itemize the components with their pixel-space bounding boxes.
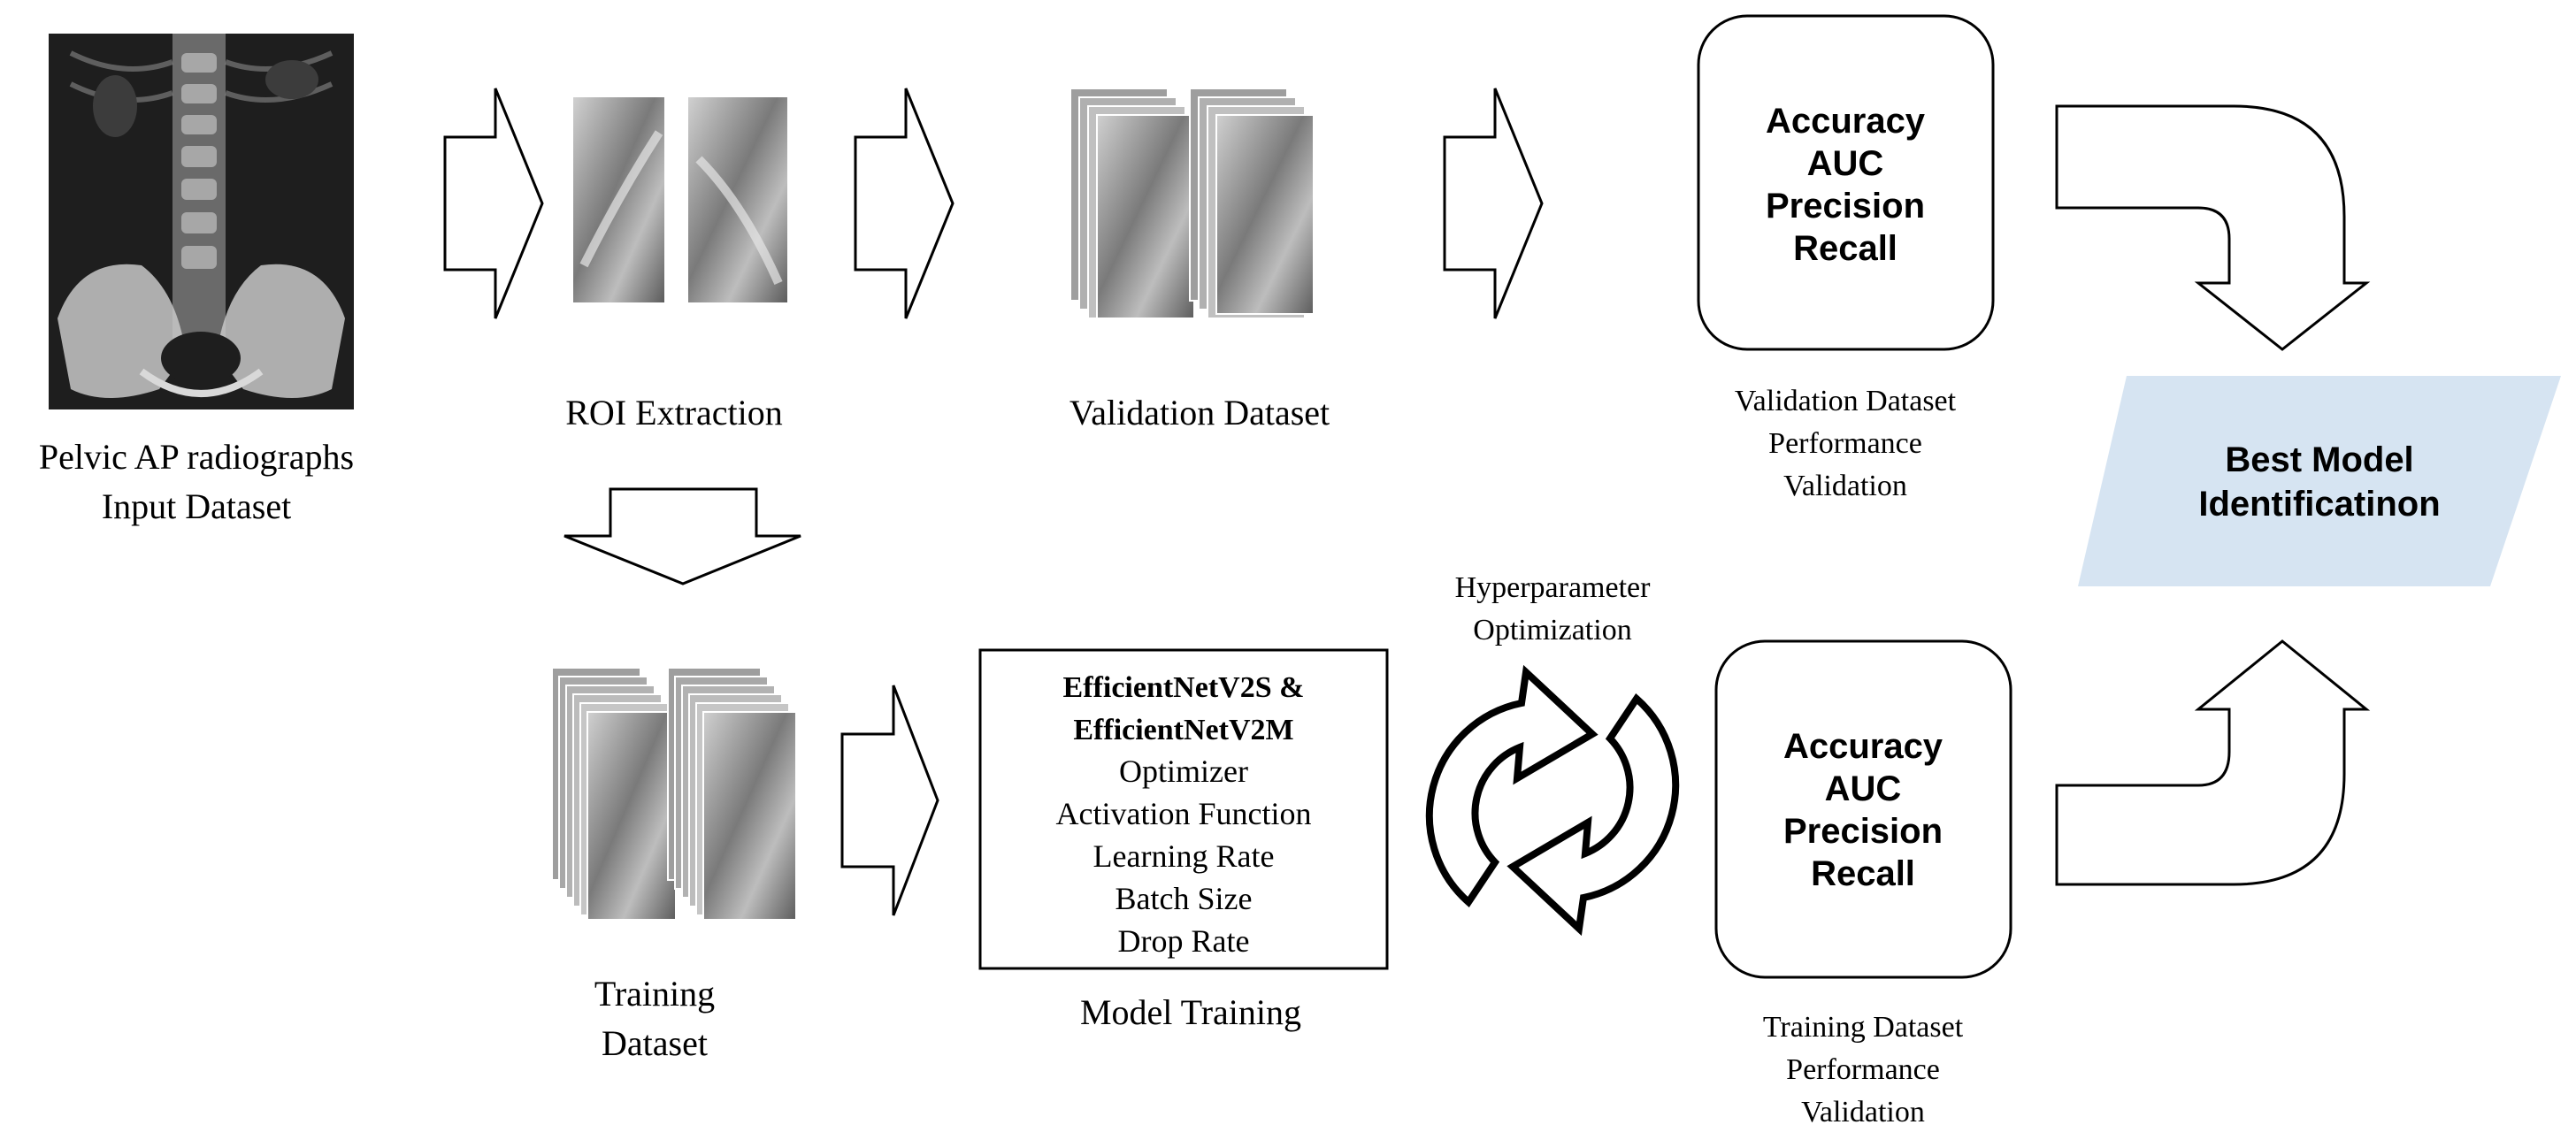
validation-image-stack bbox=[1070, 88, 1315, 319]
model-param-activation: Activation Function bbox=[1056, 796, 1312, 831]
training-performance-caption-line2: Performance bbox=[1786, 1053, 1940, 1086]
training-image-stack bbox=[551, 667, 797, 921]
best-model-line2: Identificatinon bbox=[2198, 485, 2440, 524]
model-param-optimizer: Optimizer bbox=[1119, 754, 1248, 789]
training-performance-caption-line1: Training Dataset bbox=[1763, 1011, 1964, 1044]
hyperparameter-line1: Hyperparameter bbox=[1455, 571, 1652, 604]
model-param-learning-rate: Learning Rate bbox=[1093, 838, 1275, 874]
model-training-box bbox=[978, 648, 1389, 970]
model-training-caption: Model Training bbox=[1080, 992, 1301, 1032]
bent-arrow-up bbox=[2055, 639, 2371, 886]
training-dataset-caption-line1: Training bbox=[594, 974, 715, 1014]
arrow-down bbox=[564, 487, 801, 585]
pelvic-xray-image bbox=[49, 34, 354, 409]
refresh-cycle-icon bbox=[1425, 664, 1680, 937]
validation-metric-recall: Recall bbox=[1793, 229, 1898, 268]
training-metric-accuracy: Accuracy bbox=[1783, 727, 1944, 766]
input-caption-line2: Input Dataset bbox=[102, 486, 291, 526]
validation-performance-caption-line1: Validation Dataset bbox=[1735, 385, 1957, 417]
model-param-batch-size: Batch Size bbox=[1116, 881, 1253, 916]
validation-dataset-caption: Validation Dataset bbox=[1070, 393, 1330, 432]
hyperparameter-line2: Optimization bbox=[1473, 614, 1631, 647]
input-caption-line1: Pelvic AP radiographs bbox=[39, 437, 354, 477]
roi-crop-images bbox=[573, 97, 787, 302]
validation-metric-auc: AUC bbox=[1807, 144, 1884, 183]
training-metrics-box bbox=[1714, 639, 2012, 979]
training-metric-auc: AUC bbox=[1825, 769, 1902, 808]
validation-performance-caption-line2: Performance bbox=[1768, 427, 1922, 460]
training-dataset-caption-line2: Dataset bbox=[602, 1023, 708, 1063]
arrow-right-4 bbox=[840, 685, 939, 916]
arrow-right-2 bbox=[854, 88, 954, 319]
arrow-right-1 bbox=[443, 88, 544, 319]
validation-metric-accuracy: Accuracy bbox=[1766, 102, 1926, 141]
best-model-shape bbox=[2078, 376, 2561, 586]
validation-metric-precision: Precision bbox=[1766, 187, 1925, 226]
training-metric-recall: Recall bbox=[1811, 854, 1915, 893]
roi-caption: ROI Extraction bbox=[565, 393, 783, 432]
arrow-right-3 bbox=[1443, 88, 1544, 319]
model-param-drop-rate: Drop Rate bbox=[1118, 923, 1250, 959]
training-metric-precision: Precision bbox=[1783, 812, 1943, 851]
best-model-line1: Best Model bbox=[2225, 440, 2413, 479]
training-performance-caption-line3: Validation bbox=[1801, 1096, 1925, 1129]
model-training-bold-line2: EfficientNetV2M bbox=[1073, 714, 1293, 746]
model-training-bold-line1: EfficientNetV2S & bbox=[1063, 671, 1305, 704]
validation-performance-caption-line3: Validation bbox=[1783, 470, 1907, 502]
bent-arrow-down bbox=[2055, 104, 2371, 351]
validation-metrics-box bbox=[1697, 14, 1995, 351]
